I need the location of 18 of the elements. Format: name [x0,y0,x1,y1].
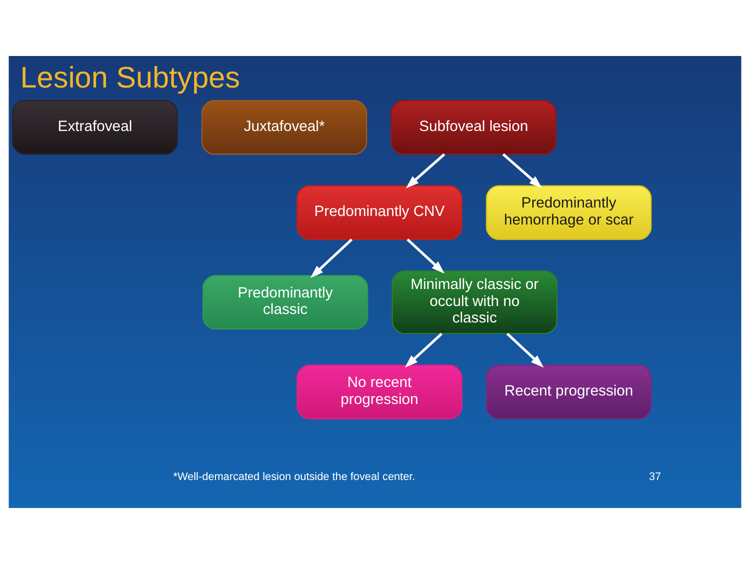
arrow [406,153,446,188]
node-box: Predominantly classic [202,274,368,330]
node-box: Predominantly hemorrhage or scar [486,185,652,240]
diagram-title: Lesion Subtypes [20,62,240,95]
node-box: Extrafoveal [12,100,178,155]
label: 37 [648,471,662,484]
node-box: No recent progression [296,364,462,420]
node-box: Recent progression [486,364,652,420]
arrow [506,332,544,368]
node-box: Juxtafoveal* [201,100,368,155]
arrow [404,332,442,368]
node-box: Minimally classic or occult with no classic [392,270,558,334]
node-box: Predominantly CNV [296,185,462,240]
arrow [502,153,542,188]
label: *Well-demarcated lesion outside the foveal center. [173,471,416,484]
arrow [310,238,353,278]
node-box: Subfoveal lesion [390,100,556,155]
arrow [406,238,445,274]
